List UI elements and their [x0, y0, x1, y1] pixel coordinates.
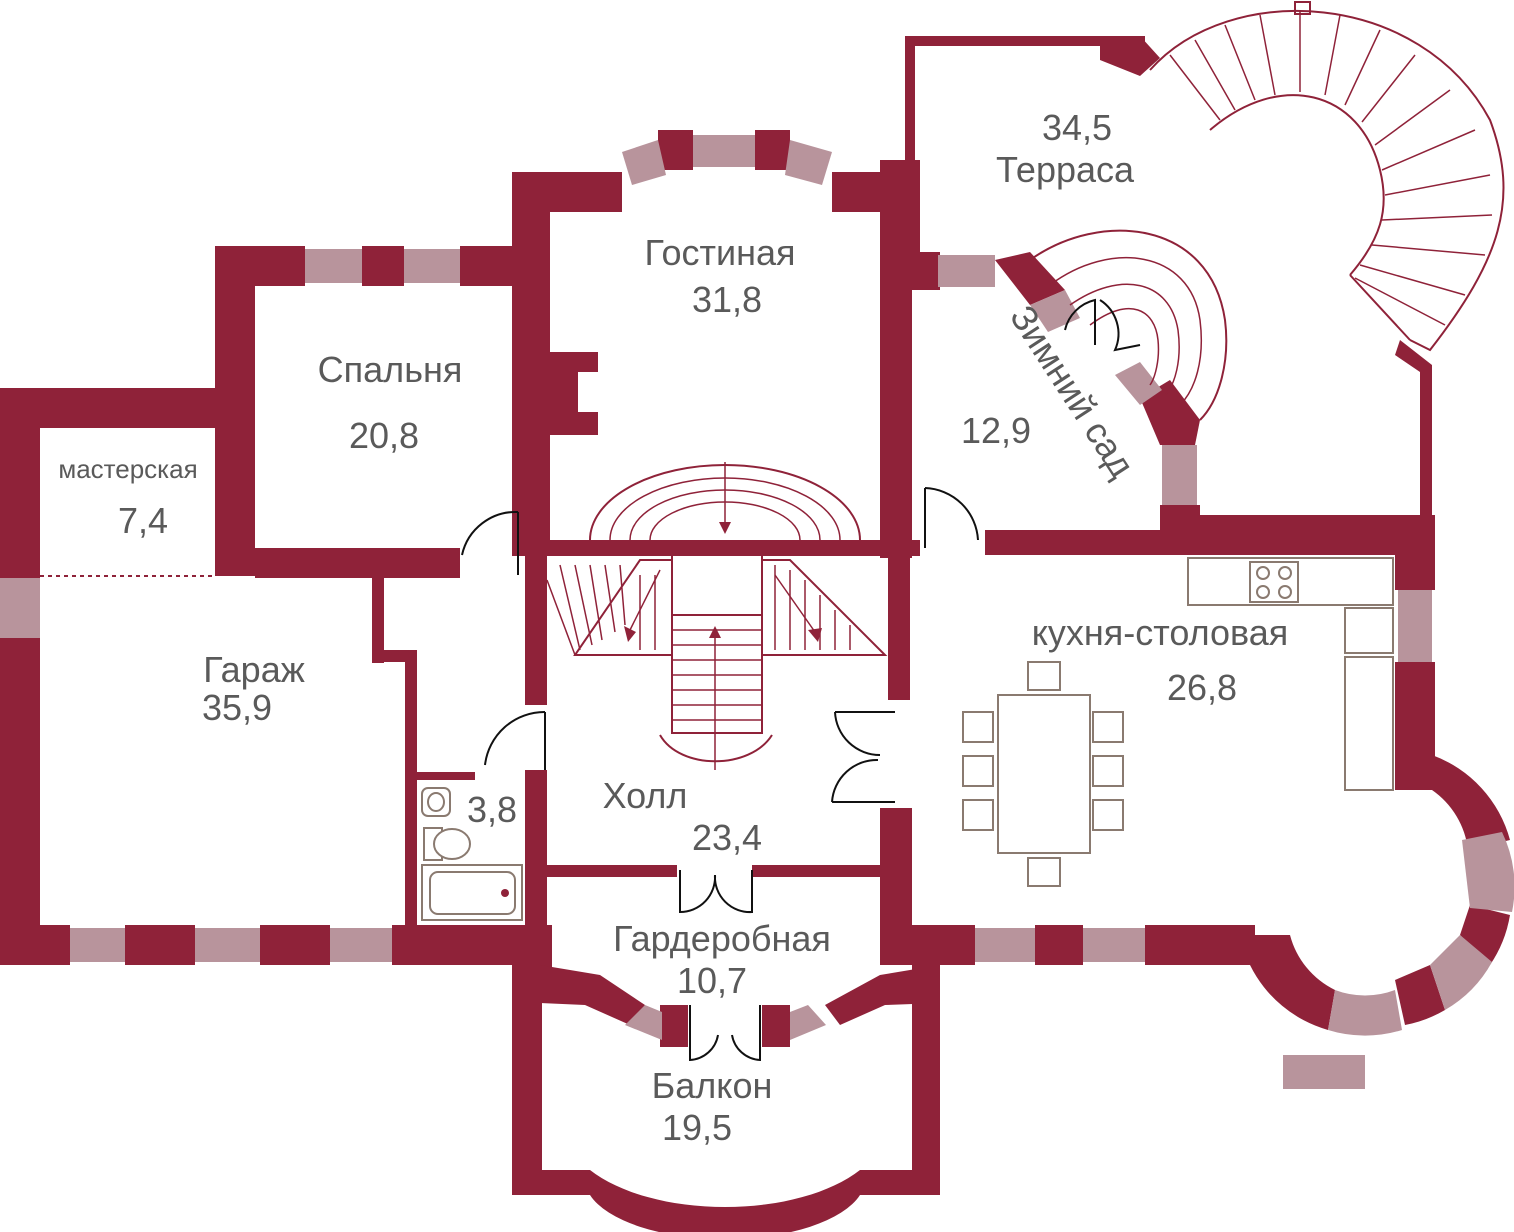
- bathroom-fixtures: [405, 787, 545, 933]
- bedroom-name: Спальня: [318, 349, 463, 390]
- terrace-area: 34,5: [1042, 107, 1112, 148]
- hall-name: Холл: [603, 775, 688, 816]
- terrace-name: Терраса: [996, 149, 1135, 190]
- windows: [0, 135, 1514, 1089]
- hall-area: 23,4: [692, 817, 762, 858]
- winter-garden-area: 12,9: [961, 410, 1031, 451]
- winter-garden-name: Зимний сад: [1002, 298, 1143, 484]
- balcony-area: 19,5: [662, 1107, 732, 1148]
- kitchen-furniture: [962, 557, 1394, 887]
- living-area: 31,8: [692, 279, 762, 320]
- wardrobe-area: 10,7: [677, 960, 747, 1001]
- spiral-stair-terrace: [1149, 1, 1505, 352]
- garage-area: 35,9: [202, 687, 272, 728]
- central-stair: [546, 462, 888, 770]
- spiral-stair-winter-garden: [1029, 229, 1228, 421]
- bedroom-area: 20,8: [349, 415, 419, 456]
- bathroom-area: 3,8: [467, 789, 517, 830]
- walls: [0, 36, 1510, 1232]
- doors: [461, 298, 1141, 1062]
- workshop-name: мастерская: [58, 454, 197, 484]
- wardrobe-name: Гардеробная: [613, 918, 831, 959]
- garage-name: Гараж: [203, 649, 305, 690]
- kitchen-area: 26,8: [1167, 667, 1237, 708]
- kitchen-name: кухня-столовая: [1032, 612, 1289, 653]
- balcony-name: Балкон: [652, 1065, 773, 1106]
- workshop-area: 7,4: [118, 500, 168, 541]
- living-name: Гостиная: [644, 232, 795, 273]
